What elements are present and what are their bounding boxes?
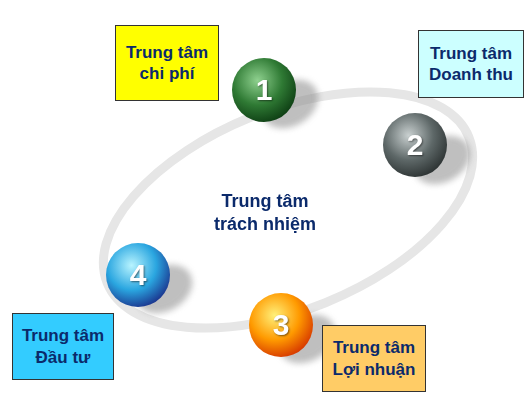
center-label: Trung tâm trách nhiệm <box>200 190 330 237</box>
center-box: Trung tâm Doanh thu <box>418 30 524 98</box>
center-box: Trung tâm Lợi nhuận <box>322 325 426 392</box>
box-label: Trung tâm Doanh thu <box>424 43 518 86</box>
center-box: Trung tâm chi phí <box>115 25 219 101</box>
number-ball: 1 <box>231 57 297 123</box>
ball-shadows <box>127 70 479 373</box>
callout-number: 1 <box>256 73 273 107</box>
ball-circle <box>106 243 170 307</box>
box-label: Trung tâm Đầu tư <box>18 325 108 368</box>
number-ball: 3 <box>248 292 314 358</box>
number-ball: 2 <box>382 112 448 178</box>
ball-circle <box>249 293 313 357</box>
callout-number: 3 <box>273 308 290 342</box>
center-box: Trung tâm Đầu tư <box>12 313 114 380</box>
ball-circle <box>383 113 447 177</box>
callout-number: 4 <box>130 258 147 292</box>
ball-circle <box>232 58 296 122</box>
callout-number: 2 <box>407 128 424 162</box>
box-label: Trung tâm Lợi nhuận <box>328 337 420 380</box>
number-ball: 4 <box>105 242 171 308</box>
box-label: Trung tâm chi phí <box>121 42 213 85</box>
